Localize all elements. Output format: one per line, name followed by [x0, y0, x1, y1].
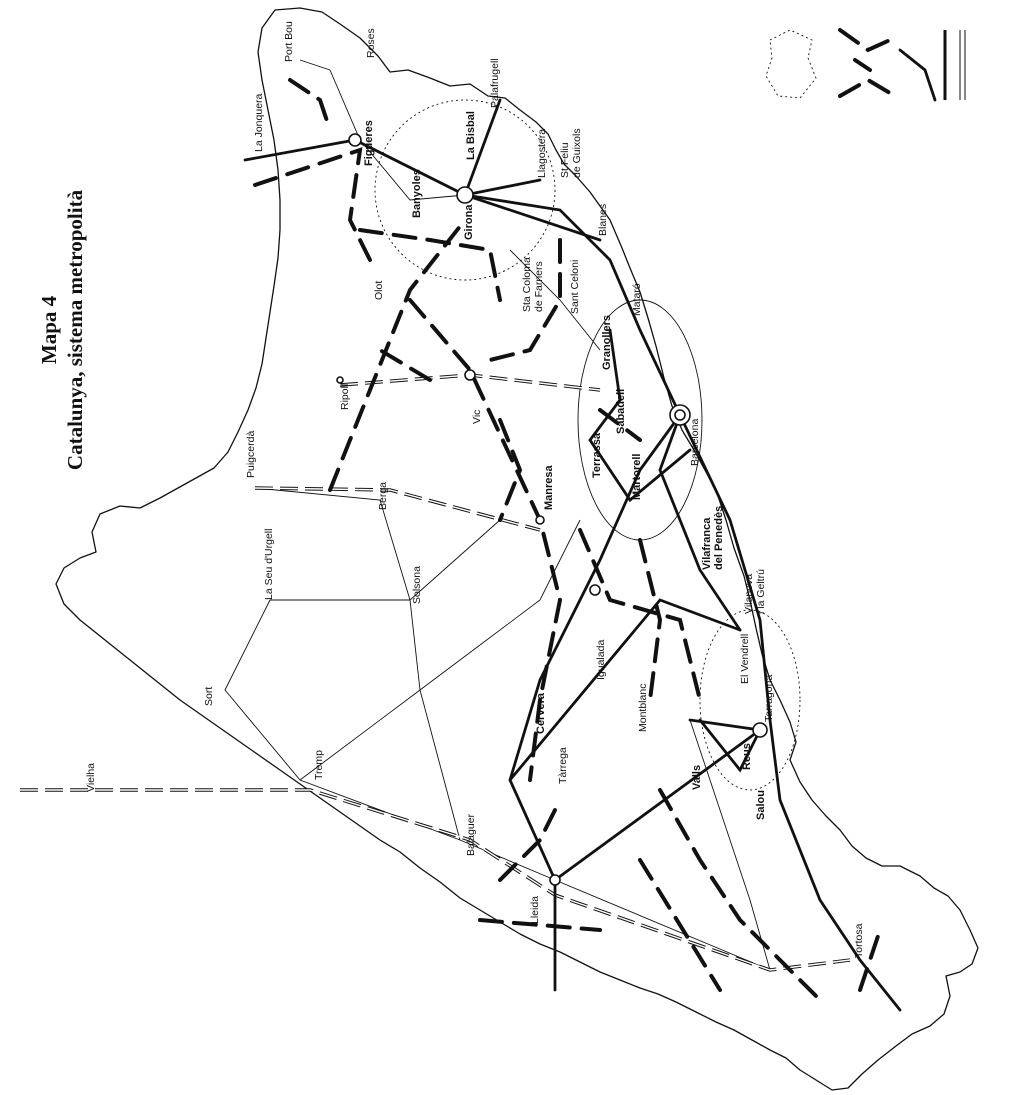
label-olot: Olot	[373, 281, 385, 300]
label-valls: Valls	[691, 765, 703, 790]
tarragona-area	[699, 609, 801, 791]
label-girona: Girona	[463, 204, 475, 240]
map-subtitle: Catalunya, sistema metropolità	[63, 189, 87, 470]
vic-marker	[464, 369, 476, 381]
label-la-bisbal: La Bisbal	[465, 111, 477, 160]
label-figueres: Figueres	[363, 120, 375, 166]
label-tarragona: Tarragona	[763, 675, 775, 722]
legend-solid-line-symbol	[898, 48, 937, 102]
label-tarrega: Tàrrega	[557, 747, 569, 784]
label-banyoles: Banyoles	[411, 169, 423, 218]
title-block: Mapa 4 Catalunya, sistema metropolità	[37, 189, 87, 470]
label-la-jonquera: La Jonquera	[253, 93, 265, 152]
label-cervera: Cervera	[535, 692, 547, 734]
label-berga: Berga	[377, 482, 389, 510]
main-corridors	[243, 98, 902, 1012]
label-reus: Reus	[741, 743, 753, 770]
manresa-marker	[535, 515, 545, 525]
label-tremp: Tremp	[313, 750, 325, 780]
label-terrassa: Terrassa	[591, 432, 603, 478]
label-el-vendrell: El Vendrell	[739, 634, 751, 684]
map-title: Mapa 4	[37, 295, 61, 364]
lleida-marker	[549, 874, 561, 886]
label-lleida: Lleida	[529, 896, 541, 924]
girona-marker	[456, 186, 474, 204]
label-solsona: Solsona	[411, 566, 423, 604]
thin-network	[224, 59, 771, 971]
ripoll-marker	[336, 376, 344, 384]
label-manresa: Manresa	[543, 464, 555, 510]
label-sabadell: Sabadell	[615, 389, 627, 434]
label-puigcerda: Puigcerdà	[245, 431, 257, 478]
double-line-network	[20, 373, 851, 972]
proposed-links	[253, 78, 882, 1002]
label-sta-coloma: Sta Colomade Farners	[521, 257, 545, 312]
label-roses: Roses	[365, 28, 377, 58]
girona-area	[374, 99, 556, 281]
label-salou: Salou	[755, 790, 767, 820]
label-granollers: Granollers	[601, 315, 613, 370]
label-la-seu: La Seu d'Urgell	[263, 529, 275, 600]
label-blanes: Blanes	[597, 204, 609, 236]
igualada-marker	[589, 584, 601, 596]
label-sant-celoni: Sant Celoni	[569, 260, 581, 314]
city-markers	[336, 133, 768, 886]
label-balaguer: Balaguer	[465, 813, 477, 856]
label-vic: Vic	[471, 410, 483, 424]
legend-dashed-link-symbol	[838, 28, 897, 98]
place-labels: Port Bou Roses La Jonquera Figueres La B…	[85, 21, 865, 958]
label-montblanc: Montblanc	[637, 684, 649, 732]
label-llagostera: Llagostera	[536, 129, 548, 178]
label-igualada: Igualada	[595, 640, 607, 680]
legend	[765, 28, 966, 102]
label-st-feliu: St Feliude Guixols	[559, 128, 583, 178]
label-vielha: Vielha	[85, 763, 97, 792]
label-port-bou: Port Bou	[283, 21, 295, 62]
label-martorell: Martorell	[631, 454, 643, 500]
label-vilafranca: Vilafrancadel Penedès	[701, 506, 725, 570]
label-mataro: Mataró	[631, 283, 643, 316]
territory-outline	[55, 7, 979, 1091]
tarragona-marker	[752, 722, 768, 738]
barcelona-marker-inner	[674, 409, 686, 421]
figueres-marker	[348, 133, 362, 147]
label-palafrugell: Palafrugell	[489, 58, 501, 108]
label-sort: Sort	[203, 687, 215, 706]
label-barcelona: Barcelona	[689, 419, 701, 466]
label-ripoll: Ripoll	[339, 384, 351, 410]
label-vilanova: Vilanovai la Geltrú	[743, 569, 767, 614]
legend-area-symbol	[765, 29, 817, 99]
label-tortosa: Tortosa	[853, 923, 865, 958]
